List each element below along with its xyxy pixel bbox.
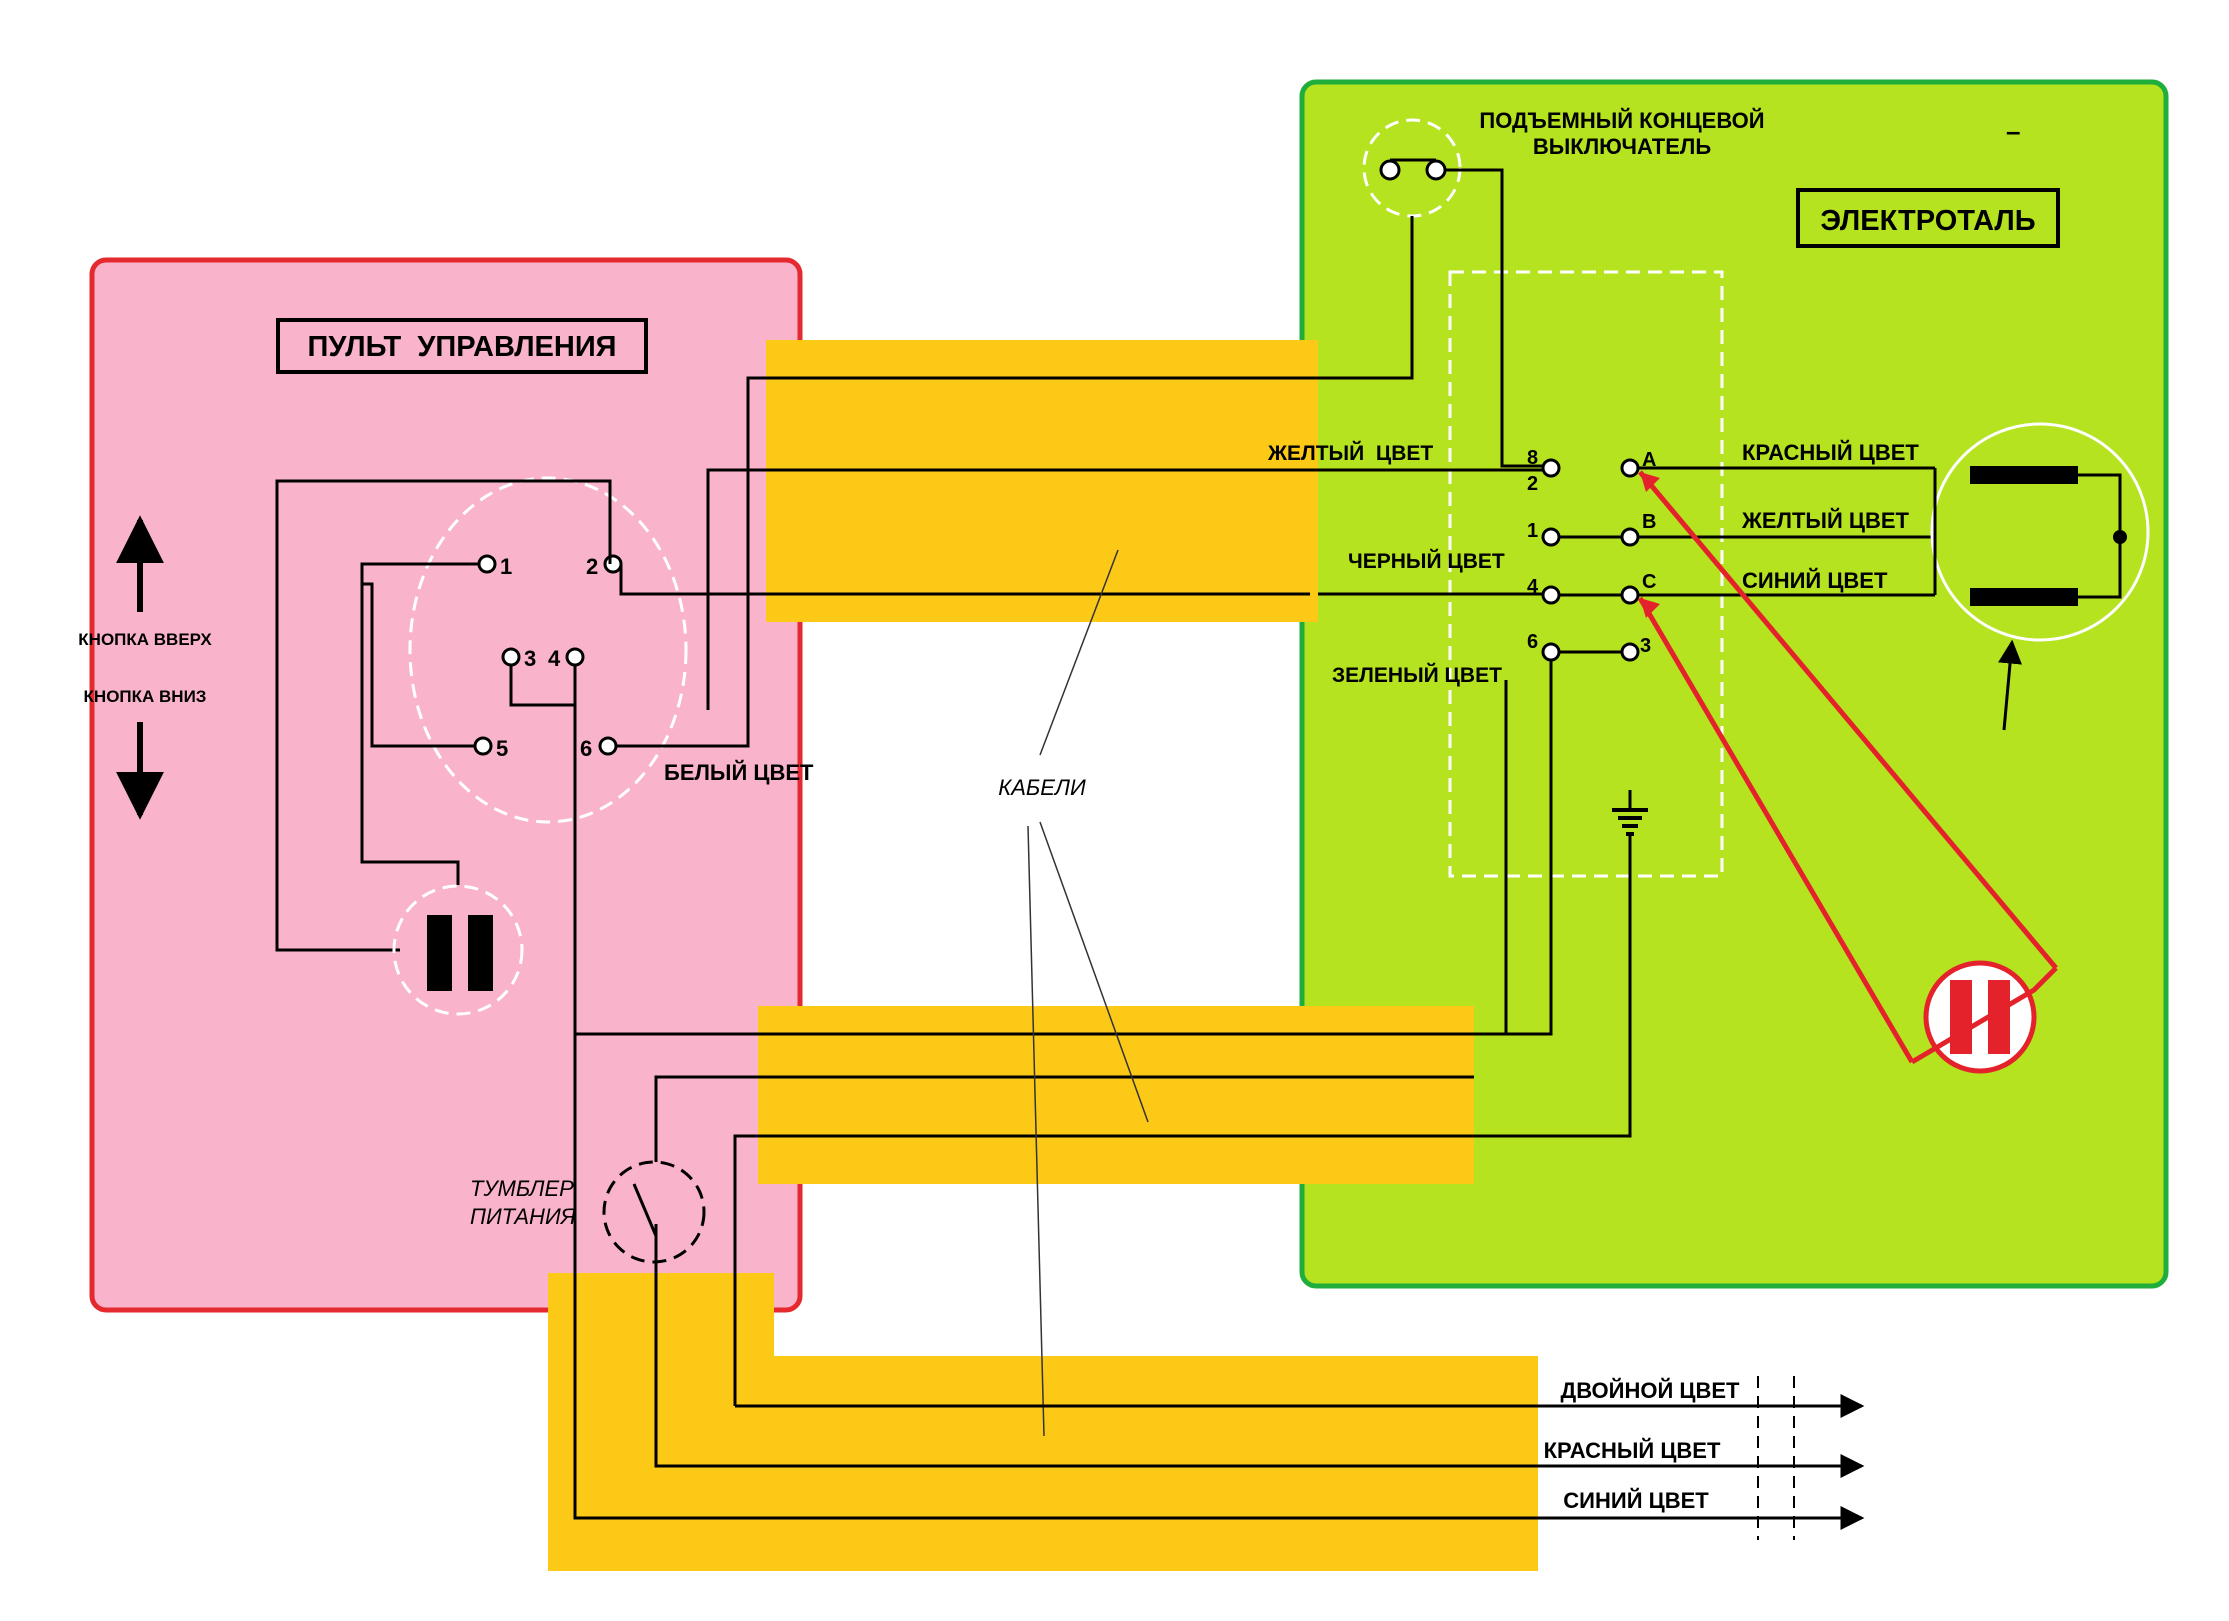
wire-t1-loop bbox=[360, 562, 479, 885]
wire-earth-feed bbox=[1474, 836, 1632, 1138]
terminal-B bbox=[1620, 527, 1640, 547]
red-arrowhead-A bbox=[1640, 472, 1660, 492]
terminal-1-label: 1 bbox=[500, 554, 512, 579]
terminal-2-label: 2 bbox=[586, 554, 598, 579]
wire-limit-left bbox=[1320, 216, 1414, 380]
hoist-title: ЭЛЕКТРОТАЛЬ bbox=[1820, 205, 2035, 237]
contactor-bar-left bbox=[427, 915, 452, 991]
button-station-outline bbox=[408, 476, 688, 824]
junction-box-outline bbox=[1448, 270, 1724, 878]
wire-green-in bbox=[1302, 660, 1553, 1036]
wire-left-outer bbox=[275, 479, 612, 952]
cables-pointer-down bbox=[1027, 825, 1045, 1437]
motor-blue-label: СИНИЙ ЦВЕТ bbox=[1742, 568, 1888, 593]
power-toggle-icon bbox=[602, 1160, 706, 1264]
terminal-B-label: B bbox=[1642, 511, 1656, 533]
control-panel-title: ПУЛЬТ УПРАВЛЕНИЯ bbox=[307, 331, 616, 363]
terminal-6b bbox=[1541, 642, 1561, 662]
contactor-bar-right bbox=[468, 915, 493, 991]
wire-mid bbox=[706, 468, 1318, 710]
wire-toggle-in bbox=[654, 1224, 1538, 1468]
cable-band-lower bbox=[758, 1006, 1474, 1184]
power-toggle-lever bbox=[632, 1183, 658, 1237]
wire-t2-out bbox=[619, 564, 1310, 596]
brake-bar-left bbox=[1950, 980, 1972, 1054]
black-wire-label: ЧЕРНЫЙ ЦВЕТ bbox=[1348, 549, 1505, 573]
cable-band-upper bbox=[766, 340, 1318, 622]
button-down-label: КНОПКА ВНИЗ bbox=[84, 687, 207, 706]
terminal-1b-label: 1 bbox=[1527, 520, 1538, 542]
hoist-title-box bbox=[1796, 188, 2060, 248]
red-arrow-to-A bbox=[1638, 470, 2058, 1065]
power-toggle-label-1: ТУМБЛЕР bbox=[470, 1176, 574, 1201]
terminal-8-label: 8 bbox=[1527, 447, 1538, 469]
yellow-wire-label: ЖЕЛТЫЙ ЦВЕТ bbox=[1267, 441, 1433, 465]
terminal-C-label: C bbox=[1642, 571, 1656, 593]
terminal-2 bbox=[603, 554, 623, 574]
control-panel-box bbox=[89, 257, 803, 1313]
cables-label: КАБЕЛИ bbox=[998, 775, 1086, 800]
motor-red-label: КРАСНЫЙ ЦВЕТ bbox=[1742, 440, 1919, 465]
wire-supply-blue bbox=[573, 1034, 1538, 1520]
limit-switch-contact-left bbox=[1379, 159, 1401, 181]
terminal-1 bbox=[477, 554, 497, 574]
terminal-6b-label: 6 bbox=[1527, 631, 1538, 653]
brake-icon bbox=[1923, 960, 2037, 1074]
red-arrowhead-C bbox=[1640, 598, 1660, 618]
brake-bar-right bbox=[1988, 980, 2010, 1054]
cables-pointer-mid bbox=[1039, 821, 1149, 1123]
green-wire-label: ЗЕЛЕНЫЙ ЦВЕТ bbox=[1332, 663, 1502, 687]
terminal-3b bbox=[1620, 642, 1640, 662]
wire-toggle-out bbox=[654, 1075, 1474, 1162]
supply-double-label: ДВОЙНОЙ ЦВЕТ bbox=[1561, 1378, 1740, 1403]
supply-red-label: КРАСНЫЙ ЦВЕТ bbox=[1544, 1438, 1721, 1463]
motor-winding-bottom bbox=[1970, 588, 2078, 606]
button-up-label: КНОПКА ВВЕРХ bbox=[78, 630, 212, 649]
wire-t6-out bbox=[616, 376, 1320, 748]
terminal-6 bbox=[598, 736, 618, 756]
terminal-2b-label: 2 bbox=[1527, 473, 1538, 495]
terminal-5 bbox=[473, 736, 493, 756]
terminal-4 bbox=[565, 647, 585, 667]
wire-t34-bridge bbox=[509, 665, 577, 707]
terminal-4-label: 4 bbox=[548, 646, 561, 671]
red-arrow-to-C bbox=[1637, 596, 1915, 1064]
white-wire-label: БЕЛЫЙ ЦВЕТ bbox=[664, 760, 814, 785]
control-panel-title-box bbox=[276, 318, 648, 374]
terminal-5-label: 5 bbox=[496, 736, 508, 761]
terminal-A-label: A bbox=[1642, 449, 1656, 471]
wire-limit-right bbox=[1445, 168, 1542, 468]
wire-t5-loop bbox=[362, 582, 475, 748]
terminal-6-label: 6 bbox=[580, 736, 592, 761]
limit-switch-contact-right bbox=[1425, 159, 1447, 181]
cables-pointer-up bbox=[1039, 549, 1119, 756]
terminal-3-label: 3 bbox=[524, 646, 536, 671]
motor-pointer bbox=[1998, 639, 2022, 731]
supply-blue-label: СИНИЙ ЦВЕТ bbox=[1563, 1488, 1709, 1513]
contactor-icon bbox=[392, 884, 524, 1016]
hoist-dash: – bbox=[2006, 116, 2020, 146]
terminal-A bbox=[1620, 458, 1640, 478]
terminal-3 bbox=[501, 647, 521, 667]
terminal-C bbox=[1620, 585, 1640, 605]
terminal-4b bbox=[1541, 585, 1561, 605]
wire-double bbox=[733, 1134, 1474, 1406]
terminal-8 bbox=[1541, 458, 1561, 478]
terminal-1b bbox=[1541, 527, 1561, 547]
limit-switch-label-1: ПОДЪЕМНЫЙ КОНЦЕВОЙ bbox=[1479, 108, 1764, 133]
motor-node bbox=[2113, 530, 2127, 544]
motor-yellow-label: ЖЕЛТЫЙ ЦВЕТ bbox=[1741, 508, 1910, 533]
terminal-3b-label: 3 bbox=[1640, 635, 1651, 657]
limit-switch-label-2: ВЫКЛЮЧАТЕЛЬ bbox=[1533, 134, 1711, 159]
power-toggle-label-2: ПИТАНИЯ bbox=[470, 1204, 577, 1229]
motor-winding-top bbox=[1970, 466, 2078, 484]
